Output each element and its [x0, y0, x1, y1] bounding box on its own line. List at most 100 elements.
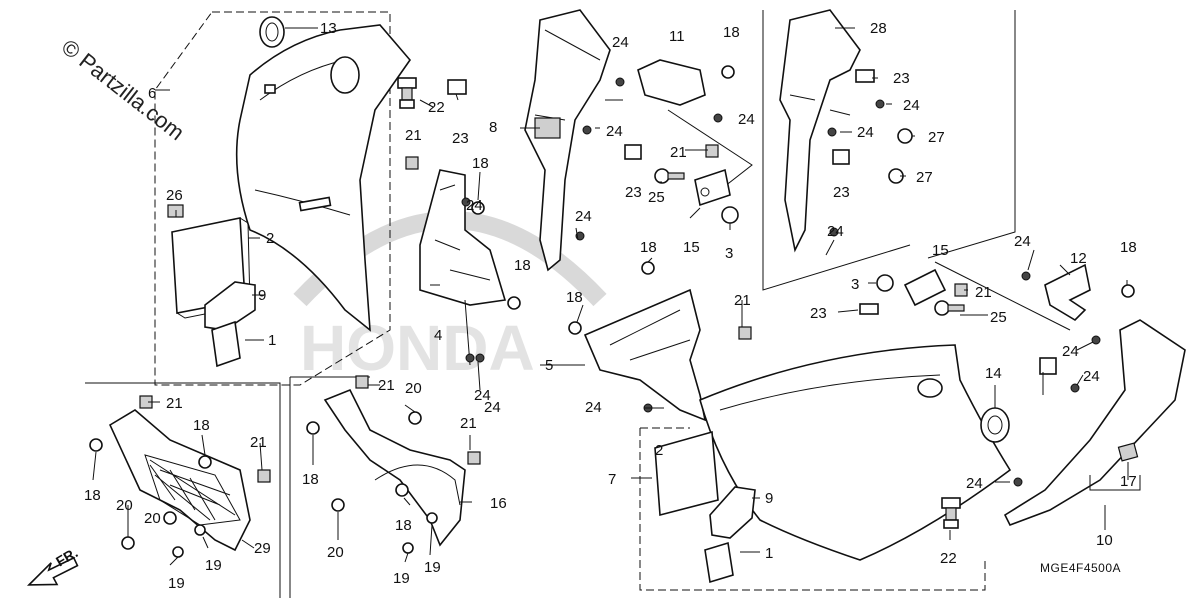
- diagram-code: MGE4F4500A: [1040, 561, 1121, 575]
- part-number: 17: [1120, 473, 1137, 490]
- part-number: 20: [327, 544, 344, 561]
- part-number: 14: [985, 365, 1002, 382]
- part-number: 21: [460, 415, 477, 432]
- part-number: 21: [378, 377, 395, 394]
- bolt-18-h: [198, 455, 212, 469]
- bolt-18-j: [395, 483, 409, 497]
- foam-pad-1-left: [211, 320, 241, 368]
- part-number: 18: [1120, 239, 1137, 256]
- clip-23-e: [859, 303, 879, 315]
- part-number: 23: [893, 70, 910, 87]
- clip-15-center: [694, 168, 731, 207]
- nut-21-h: [257, 469, 271, 483]
- group-box-7: [639, 427, 986, 591]
- bolt-25-right: [934, 300, 965, 316]
- part-number: 21: [975, 284, 992, 301]
- part-number: 12: [1070, 250, 1087, 267]
- bolt-18-g: [89, 438, 103, 452]
- bolt-18-c: [641, 261, 655, 275]
- stay-28: [779, 9, 861, 253]
- part-number: 10: [1096, 532, 1113, 549]
- part-number: 21: [670, 144, 687, 161]
- part-number: 13: [320, 20, 337, 37]
- part-number: 24: [474, 387, 491, 404]
- grommet-13: [259, 16, 285, 48]
- part-number: 25: [990, 309, 1007, 326]
- bolt-25-center: [654, 168, 685, 184]
- part-number: 7: [608, 471, 616, 488]
- panel-16: [323, 388, 466, 547]
- nut-21-e: [355, 375, 369, 389]
- part-number: 11: [669, 28, 685, 45]
- nut-21-b: [705, 144, 719, 158]
- part-number: 22: [428, 99, 445, 116]
- group-box-right-upper: [762, 10, 1016, 291]
- part-number: 22: [940, 550, 957, 567]
- part-number: 20: [405, 380, 422, 397]
- rivets-19: [172, 512, 438, 558]
- leader-lines: [92, 27, 1129, 566]
- foam-pad-2-right: [654, 430, 719, 517]
- clip-23-c: [855, 69, 875, 83]
- clip-23-f: [1039, 357, 1057, 375]
- part-number: 19: [424, 559, 441, 576]
- part-number: 19: [168, 575, 185, 592]
- part-number: 25: [648, 189, 665, 206]
- part-number: 24: [484, 399, 501, 416]
- part-number: 24: [466, 197, 483, 214]
- part-number-labels: 13 6 22 21 23 26 2 9 1 18 18 4 24 8 24 2…: [84, 20, 1137, 592]
- bolt-18-f: [1121, 284, 1135, 298]
- strip-10: [1003, 319, 1186, 527]
- part-number: 19: [393, 570, 410, 587]
- side-cover-7: [699, 344, 1012, 561]
- cover-5: [583, 288, 707, 422]
- fasteners: [89, 65, 1135, 558]
- part-number: 24: [966, 475, 983, 492]
- part-number: 24: [857, 124, 874, 141]
- bolt-18-d: [507, 296, 521, 310]
- part-number: 24: [903, 97, 920, 114]
- part-number: 18: [302, 471, 319, 488]
- foam-pad-9-left: [204, 281, 256, 331]
- part-number: 18: [84, 487, 101, 504]
- part-number: 27: [916, 169, 933, 186]
- part-number: 24: [606, 123, 623, 140]
- foam-pad-9-right: [709, 486, 756, 539]
- mesh-panel-29: [108, 409, 251, 552]
- part-number: 18: [472, 155, 489, 172]
- part-number: 27: [928, 129, 945, 146]
- nut-21-c: [738, 326, 752, 340]
- part-number: 23: [810, 305, 827, 322]
- part-number: 3: [725, 245, 733, 262]
- part-number: 23: [833, 184, 850, 201]
- part-number: 1: [268, 332, 276, 349]
- foam-pad-1-right: [704, 541, 734, 584]
- part-number: 20: [144, 510, 161, 527]
- part-number: 15: [683, 239, 700, 256]
- part-number: 3: [851, 276, 859, 293]
- bolt-18-b: [471, 201, 485, 215]
- part-number: 1: [765, 545, 773, 562]
- part-number: 28: [870, 20, 887, 37]
- bolt-18-e: [568, 321, 582, 335]
- part-number: 18: [395, 517, 412, 534]
- part-number: 24: [738, 111, 755, 128]
- part-number: 9: [258, 287, 266, 304]
- grommet-3-center: [721, 206, 739, 224]
- part-number: 8: [489, 119, 497, 136]
- clip-23-a: [447, 79, 467, 95]
- nut-21-g: [467, 451, 481, 465]
- part-number: 21: [250, 434, 267, 451]
- part-number: 23: [452, 130, 469, 147]
- screws-20: [121, 411, 422, 550]
- part-number: 24: [1083, 368, 1100, 385]
- part-number: 2: [266, 230, 274, 247]
- collar-screw-22-upper: [397, 77, 417, 109]
- part-number: 18: [640, 239, 657, 256]
- bracket-12: [934, 261, 1091, 331]
- part-number: 24: [612, 34, 629, 51]
- part-number: 19: [205, 557, 222, 574]
- front-arrow: FR.: [26, 544, 81, 586]
- part-number: 26: [166, 187, 183, 204]
